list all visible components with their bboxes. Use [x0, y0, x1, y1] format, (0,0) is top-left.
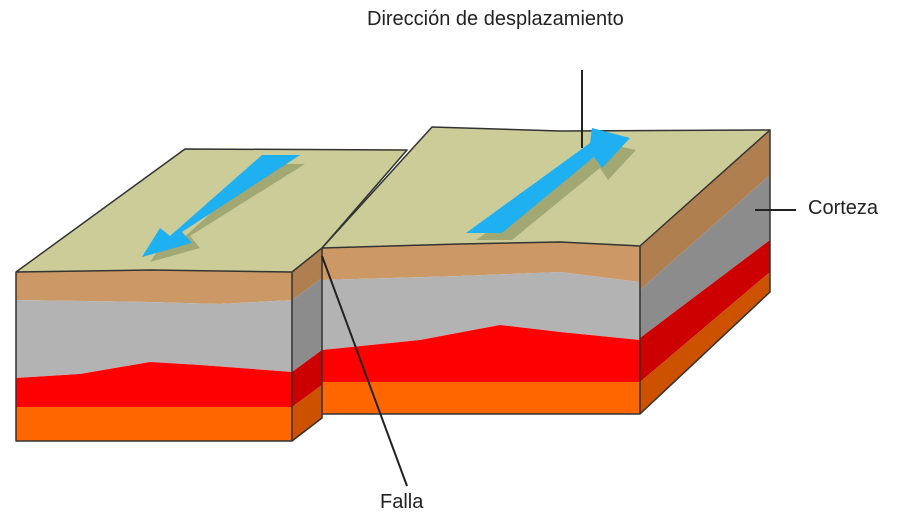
left-block-side-orange-layer	[292, 385, 322, 441]
direction-label: Dirección de desplazamiento	[367, 8, 624, 30]
left-block-side-top-soil	[292, 248, 322, 300]
fault-label: Falla	[380, 491, 424, 513]
right-block-side-red-layer	[640, 240, 770, 382]
left-block-front-crust	[16, 300, 292, 378]
right-block-side-orange-layer	[640, 272, 770, 414]
right-block-outline	[321, 126, 771, 249]
left-block-front-top-soil	[16, 270, 292, 304]
left-arrow-shape	[142, 155, 300, 257]
fault-leader-line	[321, 255, 408, 487]
right-arrow-shape	[466, 128, 630, 233]
right-block-side-crust	[640, 175, 770, 338]
left-block-side-crust	[292, 278, 322, 372]
left-arrow	[142, 155, 305, 262]
right-block-front-red-layer	[322, 325, 640, 382]
right-block-side-top-soil	[640, 130, 770, 290]
left-block-side-red-layer	[292, 350, 322, 407]
left-block-front-orange-layer	[16, 407, 292, 441]
right-block-front-crust	[322, 272, 640, 350]
right-arrow	[466, 128, 636, 240]
crust-label: Corteza	[808, 197, 879, 219]
right-block-front-top-soil	[322, 242, 640, 282]
left-arrow-shadow	[150, 164, 305, 262]
left-block-outline	[15, 148, 408, 442]
left-block-front-red-layer	[16, 362, 292, 407]
